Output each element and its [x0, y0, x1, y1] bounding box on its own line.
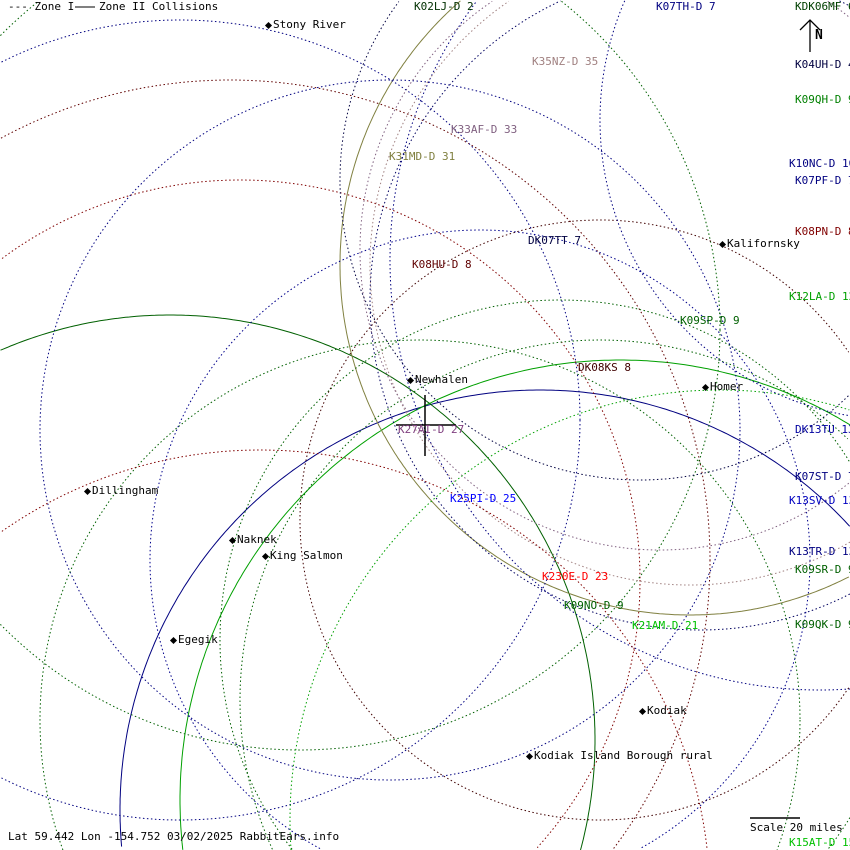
station-label[interactable]: K07TH-D 7: [656, 0, 716, 13]
station-label[interactable]: K35NZ-D 35: [532, 55, 599, 68]
city-label: Kodiak: [647, 704, 687, 717]
zone-ii-contour: [179, 359, 850, 850]
station-label[interactable]: K08HU-D 8: [412, 258, 472, 271]
city-dot-icon: [701, 383, 710, 391]
city-dot-icon: [525, 752, 534, 760]
zone-i-contour: [289, 389, 850, 850]
station-label[interactable]: K15AT-D 15: [789, 836, 850, 849]
legend-zone-ii: Zone II Collisions: [99, 0, 219, 13]
station-label[interactable]: K02LJ-D 2: [414, 0, 474, 13]
crosshair-marker: [396, 395, 456, 456]
city-dot-icon: [638, 707, 647, 715]
zone-i-contour: [536, 580, 641, 849]
city-label: Dillingham: [92, 484, 159, 497]
station-label[interactable]: K09QK-D 9: [795, 618, 850, 631]
zone-i-contour: [369, 0, 850, 631]
zone-i-contour: [299, 219, 850, 821]
station-label[interactable]: K31MD-D 31: [389, 150, 456, 163]
zone-i-contour: [39, 339, 801, 850]
city-dot-icon: [228, 536, 237, 544]
station-label[interactable]: K13TR-D 13: [789, 545, 850, 558]
status-readout: Lat 59.442 Lon -154.752 03/02/2025 Rabbi…: [8, 830, 340, 843]
city-marker: Egegik: [169, 633, 218, 646]
legend-zone-i: --- Zone I: [8, 0, 75, 13]
city-marker: Dillingham: [83, 484, 159, 497]
zone-i-contour: [561, 0, 721, 330]
city-label: Naknek: [237, 533, 277, 546]
station-label[interactable]: K27AI-D 27: [398, 423, 465, 436]
station-label[interactable]: K08PN-D 8: [795, 225, 850, 238]
station-label[interactable]: K09NO-D 9: [564, 599, 624, 612]
city-marker: Kalifornsky: [718, 237, 800, 250]
city-label: King Salmon: [270, 549, 343, 562]
zone-i-contour: [1, 179, 641, 580]
station-label[interactable]: K230E-D 23: [542, 570, 609, 583]
station-label[interactable]: K33AF-D 33: [451, 123, 518, 136]
compass-arrow-icon: [799, 19, 821, 52]
city-marker: King Salmon: [261, 549, 343, 562]
station-label[interactable]: KDK06MF 6: [795, 0, 850, 13]
zone-i-contour: [39, 79, 741, 781]
zone-i-contour: [827, 817, 850, 850]
city-label: Newhalen: [415, 373, 468, 386]
station-label[interactable]: K09SP-D 9: [680, 314, 740, 327]
city-dot-icon: [169, 636, 178, 644]
zone-i-contour: [827, 0, 850, 18]
zone-i-contour: [0, 330, 721, 751]
zone-i-contour: [239, 339, 849, 850]
station-label[interactable]: K07ST-D 7: [795, 470, 850, 483]
station-label[interactable]: K04UH-D 4: [795, 58, 850, 71]
city-dot-icon: [718, 240, 727, 248]
station-label[interactable]: DK08KS 8: [578, 361, 631, 374]
zone-ii-contour: [580, 740, 596, 850]
zone-ii-contour: [0, 314, 596, 740]
zone-ii-contour: [339, 0, 850, 616]
station-label[interactable]: K09QH-D 9: [795, 93, 850, 106]
station-label[interactable]: K25PI-D 25: [450, 492, 517, 505]
station-label[interactable]: DK07TT 7: [528, 234, 581, 247]
city-marker: Stony River: [264, 18, 346, 31]
scale-label: Scale 20 miles: [750, 821, 843, 834]
zone-i-contour: [219, 299, 850, 850]
station-label[interactable]: K10NC-D 10: [789, 157, 850, 170]
city-label: Homer: [710, 380, 744, 393]
station-label[interactable]: K13SV-D 13: [789, 494, 850, 507]
zone-i-contour: [359, 0, 850, 551]
zone-i-contour: [369, 0, 850, 586]
city-label: Stony River: [273, 18, 346, 31]
station-label[interactable]: DK13TU 13: [795, 423, 850, 436]
city-marker: Kodiak: [638, 704, 687, 717]
city-dot-icon: [83, 487, 92, 495]
station-label[interactable]: K21AM-D 21: [632, 619, 699, 632]
city-marker: Homer: [701, 380, 744, 393]
zone-i-contour: [0, 0, 39, 36]
city-label: Egegik: [178, 633, 218, 646]
zone-i-contour: [639, 560, 811, 850]
city-dot-icon: [261, 552, 270, 560]
station-label[interactable]: K12LA-D 12: [789, 290, 850, 303]
city-dot-icon: [406, 376, 415, 384]
city-marker: Kodiak Island Borough rural: [525, 749, 713, 762]
city-label: Kodiak Island Borough rural: [534, 749, 713, 762]
city-marker: Naknek: [228, 533, 277, 546]
zone-i-contour: [149, 229, 811, 850]
city-marker: Newhalen: [406, 373, 468, 386]
compass-north-label: N: [815, 28, 823, 43]
zone-i-contour: [0, 79, 711, 560]
zone-i-contour: [339, 1, 849, 481]
station-label[interactable]: K09SR-D 9: [795, 563, 850, 576]
city-dot-icon: [264, 21, 273, 29]
zone-i-contour: [1, 449, 708, 850]
city-label: Kalifornsky: [727, 237, 800, 250]
station-label[interactable]: K07PF-D 7: [795, 174, 850, 187]
